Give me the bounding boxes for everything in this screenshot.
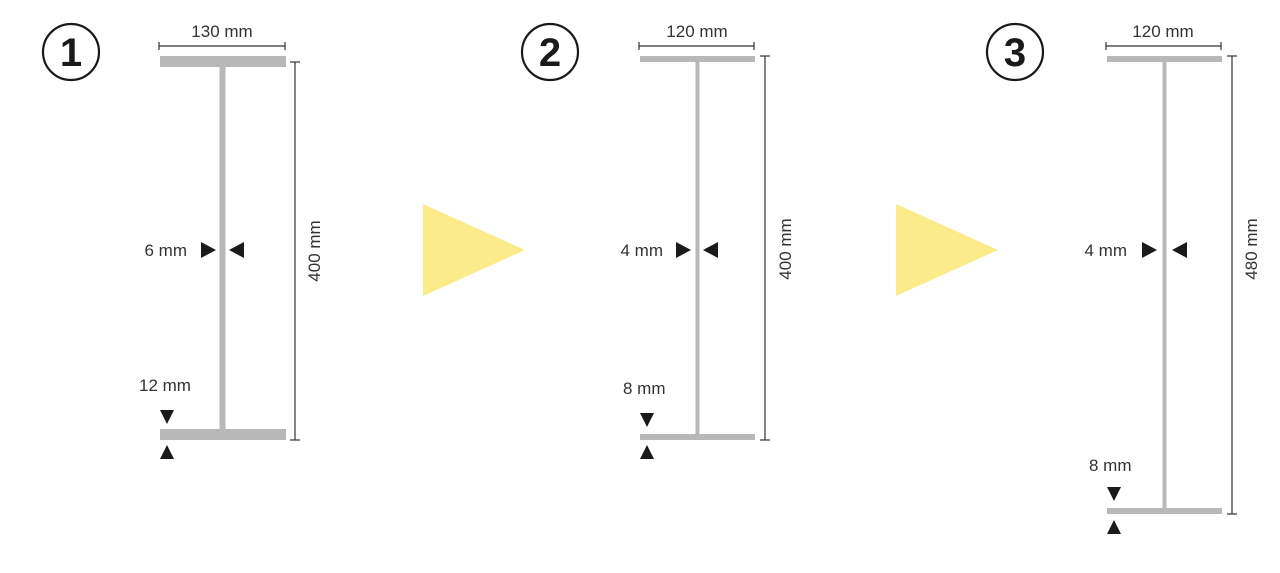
top-flange — [640, 56, 755, 62]
height-label: 480 mm — [1242, 218, 1261, 279]
left-pointer-icon — [229, 242, 244, 258]
step-badge-1: 1 — [41, 22, 101, 82]
flange-thickness-dimension: 8 mm — [1089, 456, 1132, 534]
bottom-flange — [640, 434, 755, 440]
next-step-arrow-icon — [896, 204, 998, 296]
up-pointer-icon — [640, 445, 654, 459]
web-thickness-dimension: 4 mm — [621, 241, 718, 260]
step-number: 2 — [539, 31, 561, 75]
flange-width-dimension: 130 mm — [158, 22, 286, 50]
height-dimension: 480 mm — [1227, 55, 1261, 515]
bottom-flange — [1107, 508, 1222, 514]
i-beam-profile — [640, 56, 755, 440]
step-badge-3: 3 — [985, 22, 1045, 82]
web-thickness-label: 6 mm — [145, 241, 188, 260]
web-thickness-dimension: 4 mm — [1085, 241, 1187, 260]
top-flange — [160, 56, 286, 67]
web — [695, 62, 700, 434]
down-pointer-icon — [1107, 487, 1121, 501]
left-pointer-icon — [703, 242, 718, 258]
height-label: 400 mm — [305, 220, 324, 281]
step-number: 3 — [1004, 31, 1026, 75]
flange-width-label: 130 mm — [191, 22, 252, 41]
bottom-flange — [160, 429, 286, 440]
step-number: 1 — [60, 31, 82, 75]
web-thickness-label: 4 mm — [621, 241, 664, 260]
beam-3: 3 120 mm 480 mm 4 mm 8 mm — [985, 22, 1261, 534]
flange-width-label: 120 mm — [666, 22, 727, 41]
right-pointer-icon — [676, 242, 691, 258]
flange-thickness-label: 12 mm — [139, 376, 191, 395]
web — [219, 67, 226, 429]
beam-1: 1 130 mm 400 mm 6 mm — [41, 22, 324, 459]
flange-thickness-label: 8 mm — [623, 379, 666, 398]
flange-thickness-dimension: 8 mm — [623, 379, 666, 459]
flange-thickness-label: 8 mm — [1089, 456, 1132, 475]
i-beam-profile — [1107, 56, 1222, 514]
right-pointer-icon — [201, 242, 216, 258]
top-flange — [1107, 56, 1222, 62]
web-thickness-dimension: 6 mm — [145, 241, 244, 260]
web — [1162, 62, 1167, 508]
flange-width-dimension: 120 mm — [638, 22, 755, 50]
step-badge-2: 2 — [520, 22, 580, 82]
down-pointer-icon — [640, 413, 654, 427]
height-dimension: 400 mm — [760, 55, 795, 441]
i-beam-profile — [160, 56, 286, 440]
next-step-arrow-icon — [423, 204, 525, 296]
flange-width-dimension: 120 mm — [1105, 22, 1222, 50]
up-pointer-icon — [160, 445, 174, 459]
flange-width-label: 120 mm — [1132, 22, 1193, 41]
left-pointer-icon — [1172, 242, 1187, 258]
height-dimension: 400 mm — [290, 61, 324, 441]
height-label: 400 mm — [776, 218, 795, 279]
right-pointer-icon — [1142, 242, 1157, 258]
down-pointer-icon — [160, 410, 174, 424]
flange-thickness-dimension: 12 mm — [139, 376, 191, 459]
beam-2: 2 120 mm 400 mm 4 mm 8 mm — [520, 22, 795, 459]
web-thickness-label: 4 mm — [1085, 241, 1128, 260]
up-pointer-icon — [1107, 520, 1121, 534]
